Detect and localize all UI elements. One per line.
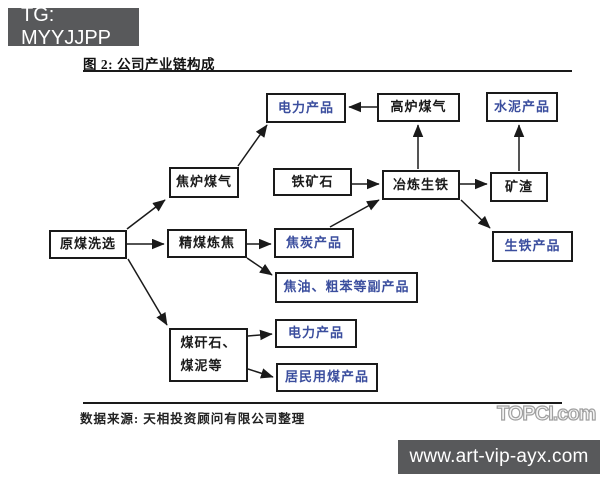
flow-box-coking: 精煤炼焦 [167, 229, 247, 258]
tg-badge: TG: MYYJJPP [8, 4, 139, 49]
flow-box-iron-ore: 铁矿石 [273, 168, 352, 196]
flow-box-coke-oven-gas: 焦炉煤气 [169, 167, 239, 198]
arrow-raw-coal-washing-to-gangue-slime [127, 258, 168, 326]
flow-box-blast-furnace-gas: 高炉煤气 [377, 93, 460, 122]
arrow-gangue-slime-to-residential-coal [247, 368, 274, 379]
site-url-badge: www.art-vip-ayx.com [398, 440, 600, 474]
arrow-iron-smelting-to-pig-iron [460, 199, 491, 229]
flow-box-tar-benzene: 焦油、粗苯等副产品 [275, 272, 418, 303]
arrow-raw-coal-washing-to-coke-oven-gas [126, 199, 166, 230]
source-rule [83, 402, 562, 404]
figure-title: 图 2: 公司产业链构成 [83, 57, 215, 72]
flow-box-gangue-slime: 煤矸石、 煤泥等 [169, 328, 248, 382]
title-rule [83, 70, 572, 72]
flow-box-coke: 焦炭产品 [274, 228, 354, 258]
topci-watermark: TOPCI.com [496, 402, 597, 425]
arrow-coking-to-tar-benzene [246, 257, 273, 276]
flow-box-electricity-bottom: 电力产品 [275, 319, 357, 348]
flow-box-electricity-top: 电力产品 [266, 93, 346, 123]
flow-box-iron-smelting: 冶炼生铁 [382, 170, 460, 200]
flow-box-cement: 水泥产品 [486, 92, 558, 122]
flow-box-pig-iron: 生铁产品 [492, 231, 573, 262]
arrow-coke-oven-gas-to-electricity-top [237, 124, 268, 167]
arrow-coke-to-iron-smelting [329, 199, 380, 228]
flow-box-slag: 矿渣 [490, 172, 548, 202]
flow-box-raw-coal-washing: 原煤洗选 [49, 230, 127, 259]
figure-source: 数据来源: 天相投资顾问有限公司整理 [80, 412, 306, 426]
arrow-gangue-slime-to-electricity-bottom [247, 329, 273, 341]
flow-box-residential-coal: 居民用煤产品 [276, 363, 378, 392]
